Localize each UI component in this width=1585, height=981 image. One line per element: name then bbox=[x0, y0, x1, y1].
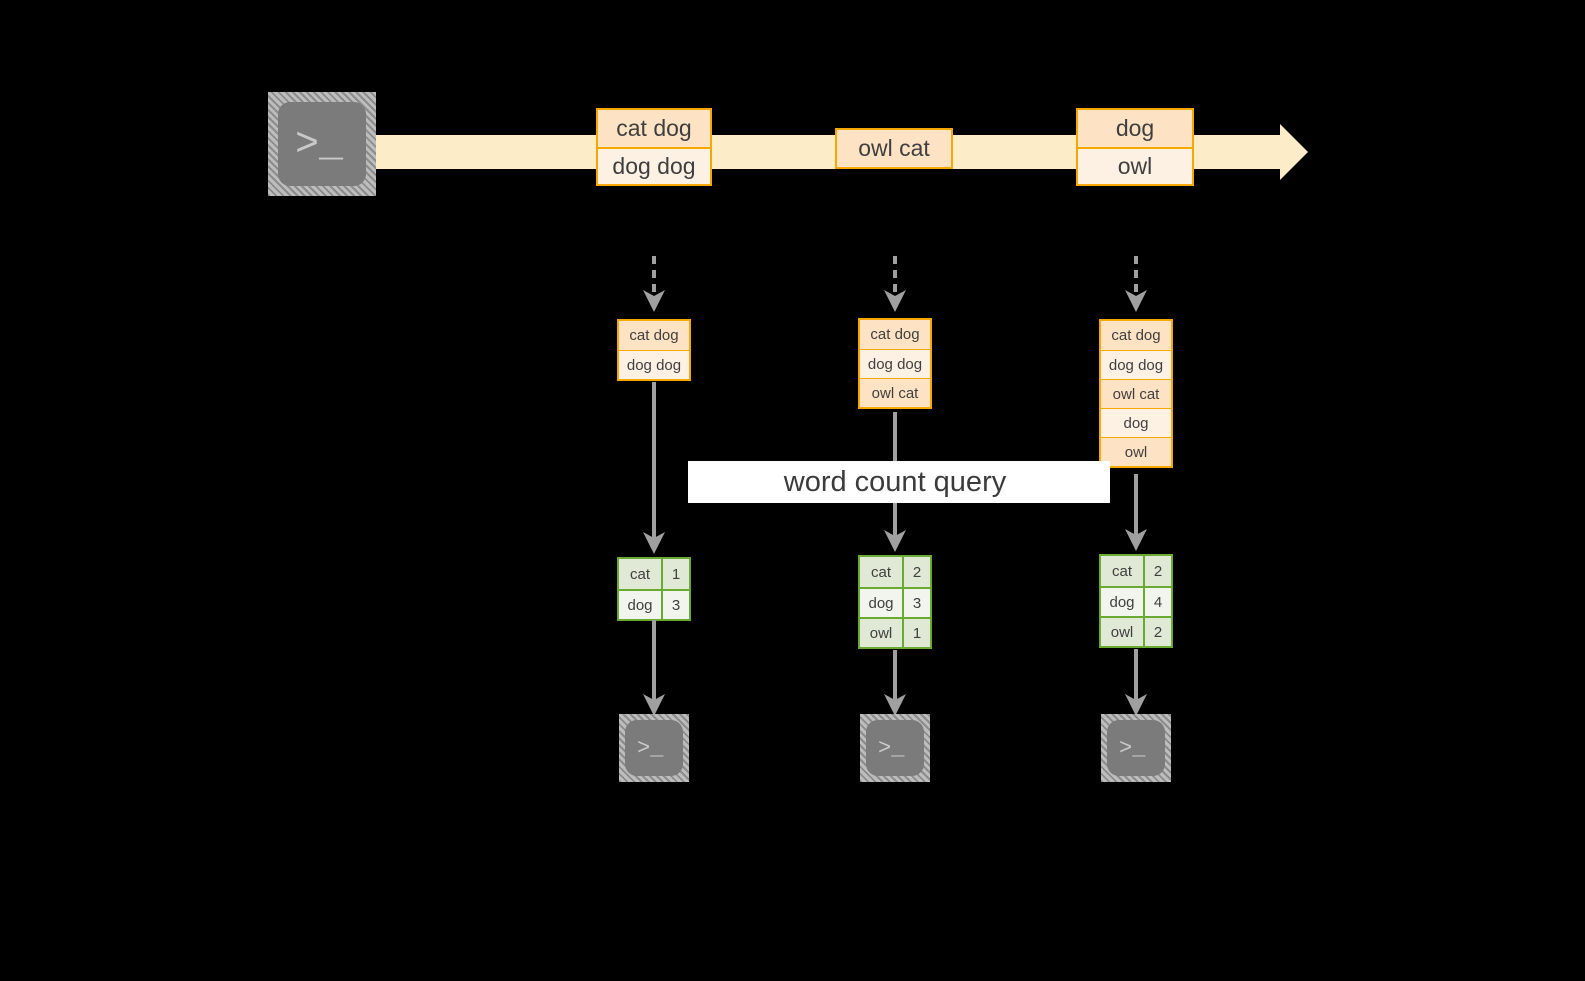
count-cell: 2 bbox=[1145, 556, 1171, 586]
terminal-body: >_ bbox=[1107, 720, 1165, 776]
input-row: cat dog bbox=[619, 321, 689, 350]
table-row: dog 4 bbox=[1101, 586, 1171, 616]
terminal-body: >_ bbox=[278, 102, 366, 186]
stream-message: dog dog bbox=[598, 147, 710, 184]
stream-arrow-head-icon bbox=[1250, 124, 1308, 180]
input-table-1[interactable]: cat dog dog dog bbox=[617, 319, 691, 381]
query-label: word count query bbox=[688, 461, 1110, 503]
stream-batch-3[interactable]: dog owl bbox=[1076, 108, 1194, 186]
sink-connector-1 bbox=[652, 620, 656, 702]
input-row: dog dog bbox=[860, 349, 930, 378]
input-table-2[interactable]: cat dog dog dog owl cat bbox=[858, 318, 932, 409]
count-cell: 1 bbox=[663, 559, 689, 589]
result-table-3[interactable]: cat 2 dog 4 owl 2 bbox=[1099, 554, 1173, 648]
input-row: cat dog bbox=[1101, 321, 1171, 350]
input-row: dog bbox=[1101, 408, 1171, 437]
word-cell: cat bbox=[860, 557, 904, 587]
table-row: dog 3 bbox=[860, 587, 930, 617]
sink-connector-2 bbox=[893, 650, 897, 702]
sink-terminal-icon-2[interactable]: >_ bbox=[860, 714, 930, 782]
count-cell: 2 bbox=[904, 557, 930, 587]
query-arrowhead-icon-3 bbox=[1125, 527, 1147, 551]
terminal-body: >_ bbox=[625, 720, 683, 776]
prompt-glyph: >_ bbox=[1119, 736, 1146, 761]
count-cell: 1 bbox=[904, 619, 930, 647]
input-row: cat dog bbox=[860, 320, 930, 349]
input-table-3[interactable]: cat dog dog dog owl cat dog owl bbox=[1099, 319, 1173, 468]
ingest-arrowhead-icon-3 bbox=[1125, 288, 1147, 312]
query-arrowhead-icon-1 bbox=[643, 530, 665, 554]
stream-batch-1[interactable]: cat dog dog dog bbox=[596, 108, 712, 186]
word-cell: dog bbox=[1101, 588, 1145, 616]
prompt-glyph: >_ bbox=[878, 736, 905, 761]
sink-arrowhead-icon-3 bbox=[1125, 692, 1147, 716]
result-table-1[interactable]: cat 1 dog 3 bbox=[617, 557, 691, 621]
sink-terminal-icon-1[interactable]: >_ bbox=[619, 714, 689, 782]
stream-message: dog bbox=[1078, 110, 1192, 147]
prompt-glyph: >_ bbox=[637, 736, 664, 761]
sink-terminal-icon-3[interactable]: >_ bbox=[1101, 714, 1171, 782]
count-cell: 4 bbox=[1145, 588, 1171, 616]
ingest-arrowhead-icon-1 bbox=[643, 288, 665, 312]
word-cell: dog bbox=[860, 589, 904, 617]
ingest-connector-3 bbox=[1134, 256, 1138, 292]
table-row: dog 3 bbox=[619, 589, 689, 619]
word-cell: owl bbox=[1101, 618, 1145, 646]
query-label-text: word count query bbox=[783, 465, 1007, 498]
prompt-glyph: >_ bbox=[295, 123, 344, 168]
input-row: dog dog bbox=[619, 350, 689, 379]
terminal-body: >_ bbox=[866, 720, 924, 776]
input-row: dog dog bbox=[1101, 350, 1171, 379]
word-cell: owl bbox=[860, 619, 904, 647]
table-row: owl 2 bbox=[1101, 616, 1171, 646]
table-row: cat 1 bbox=[619, 559, 689, 589]
count-cell: 3 bbox=[663, 591, 689, 619]
ingest-connector-1 bbox=[652, 256, 656, 292]
table-row: owl 1 bbox=[860, 617, 930, 647]
word-cell: cat bbox=[619, 559, 663, 589]
table-row: cat 2 bbox=[860, 557, 930, 587]
count-cell: 3 bbox=[904, 589, 930, 617]
query-connector-3 bbox=[1134, 474, 1138, 542]
sink-arrowhead-icon-2 bbox=[884, 692, 906, 716]
stream-message: cat dog bbox=[598, 110, 710, 147]
query-arrowhead-icon-2 bbox=[884, 528, 906, 552]
ingest-connector-2 bbox=[893, 256, 897, 292]
sink-connector-3 bbox=[1134, 649, 1138, 702]
stream-message: owl bbox=[1078, 147, 1192, 184]
word-cell: dog bbox=[619, 591, 663, 619]
stream-batch-2[interactable]: owl cat bbox=[835, 128, 953, 169]
table-row: cat 2 bbox=[1101, 556, 1171, 586]
query-connector-1 bbox=[652, 382, 656, 544]
count-cell: 2 bbox=[1145, 618, 1171, 646]
source-terminal-icon[interactable]: >_ bbox=[268, 92, 376, 196]
word-cell: cat bbox=[1101, 556, 1145, 586]
sink-arrowhead-icon-1 bbox=[643, 692, 665, 716]
ingest-arrowhead-icon-2 bbox=[884, 288, 906, 312]
input-row: owl bbox=[1101, 437, 1171, 466]
stream-message: owl cat bbox=[837, 130, 951, 167]
input-row: owl cat bbox=[1101, 379, 1171, 408]
result-table-2[interactable]: cat 2 dog 3 owl 1 bbox=[858, 555, 932, 649]
input-row: owl cat bbox=[860, 378, 930, 407]
